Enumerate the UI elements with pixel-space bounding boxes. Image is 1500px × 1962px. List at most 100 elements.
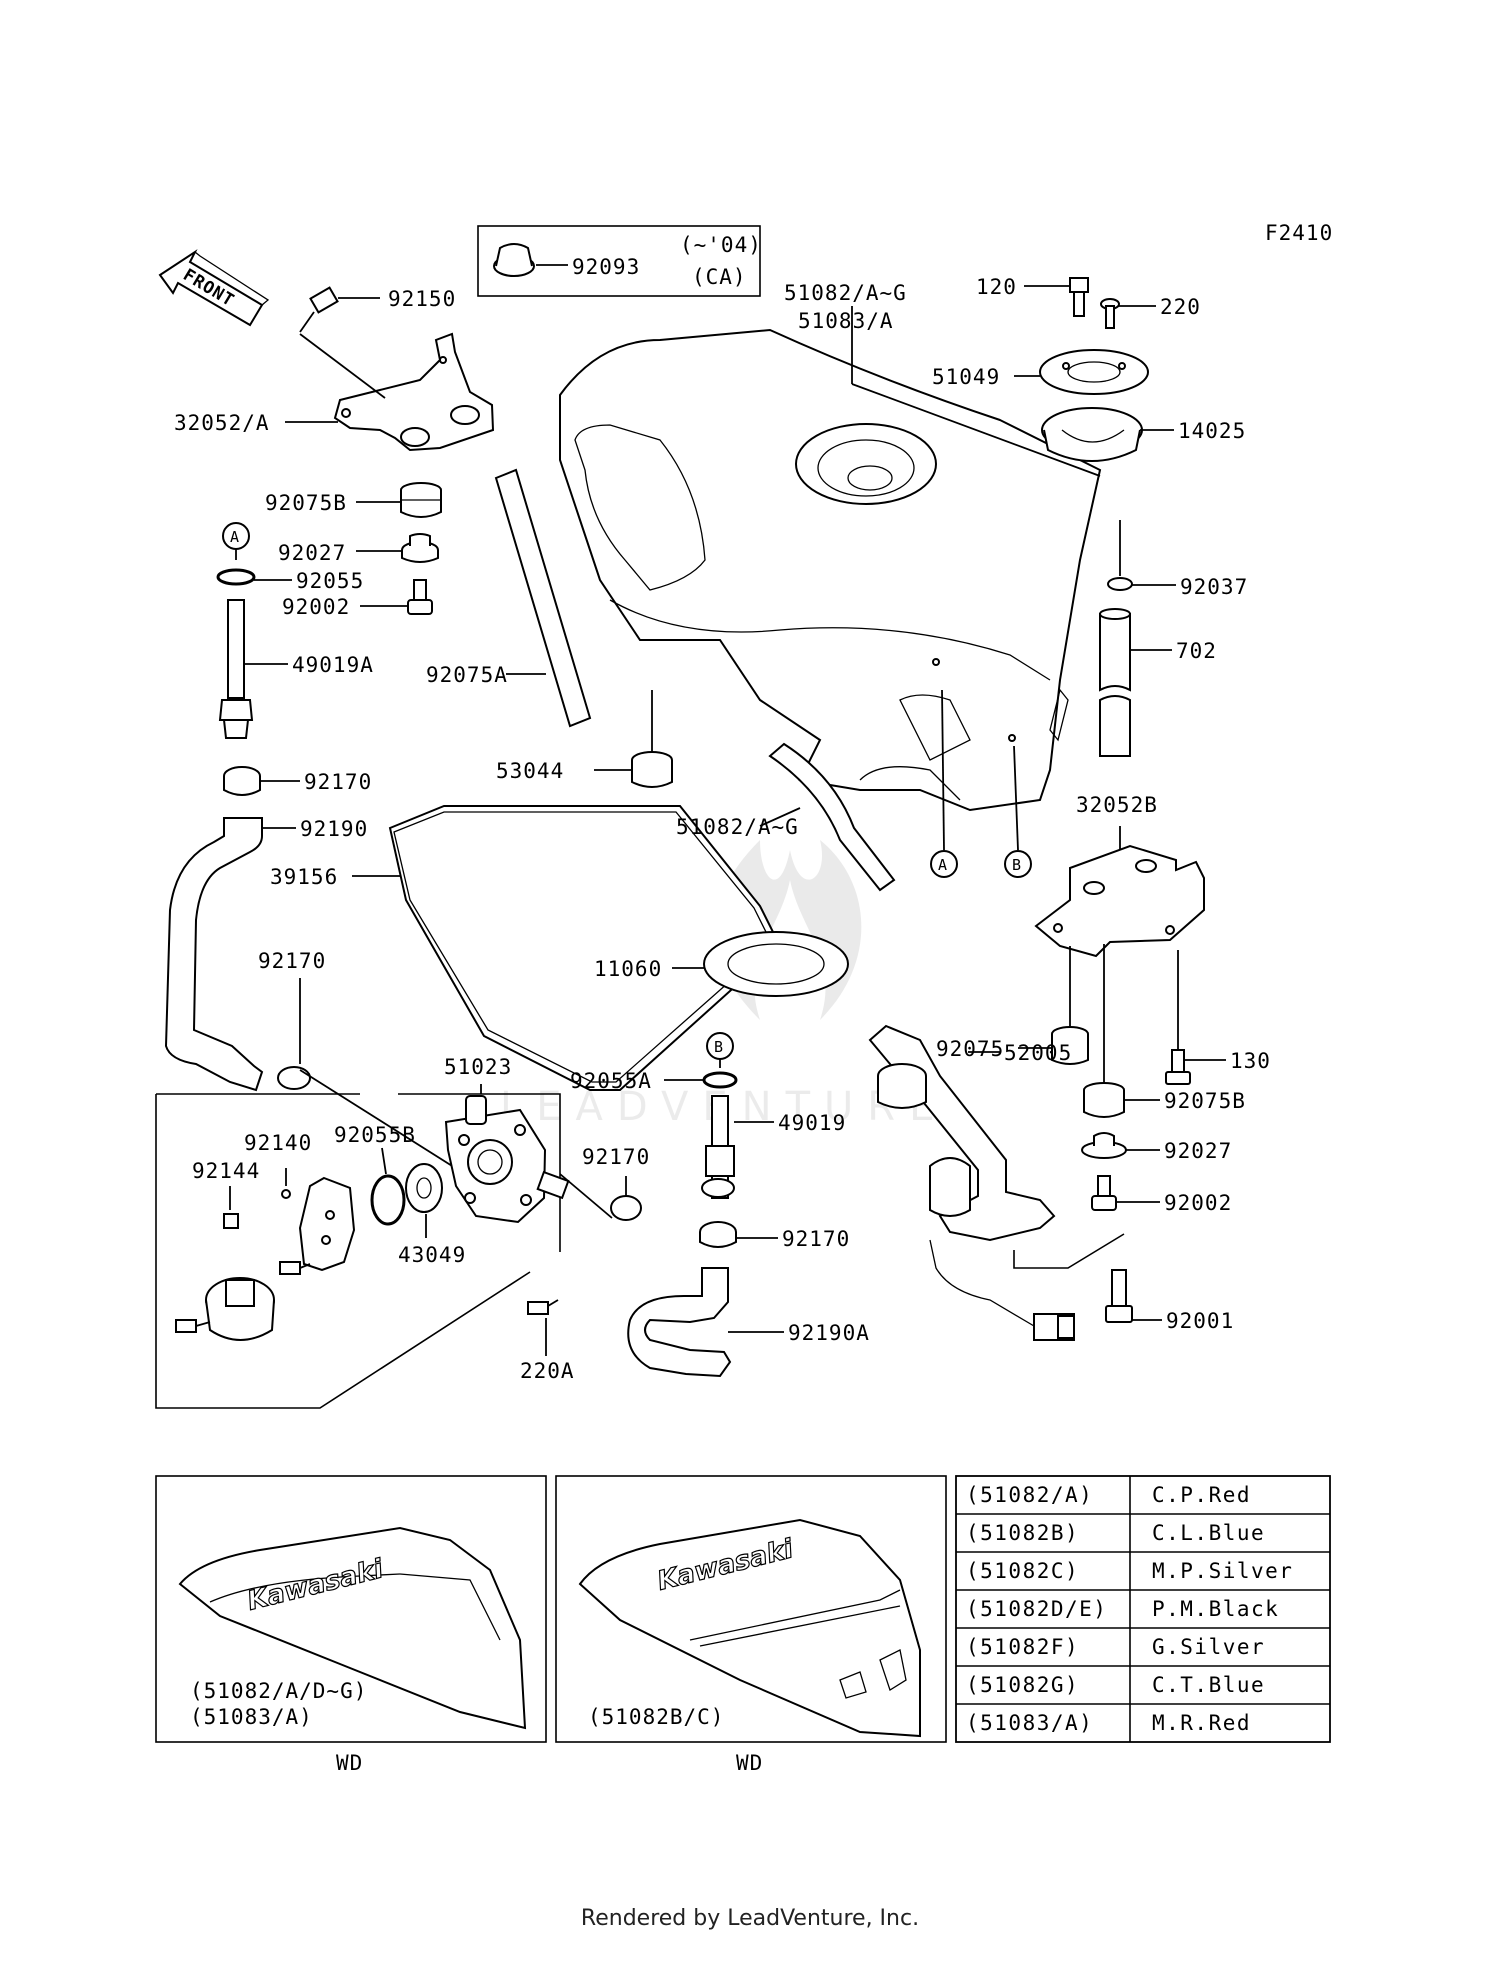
hose-92190 bbox=[164, 817, 296, 1092]
callout-51082: 51082/A~G bbox=[784, 281, 907, 305]
pad-39156 bbox=[352, 805, 782, 1091]
grommet-92075b-top bbox=[356, 482, 442, 518]
bolt-130 bbox=[1165, 950, 1226, 1085]
sender-52005 bbox=[868, 1024, 1075, 1341]
inset-part: 92093 bbox=[572, 255, 640, 279]
callout-49019a: 49019A bbox=[292, 653, 374, 677]
inset-note2: (CA) bbox=[692, 265, 747, 289]
table-part-6: (51082G) bbox=[966, 1673, 1079, 1697]
callout-32052a: 32052/A bbox=[174, 411, 270, 435]
table-part-3: (51082C) bbox=[966, 1559, 1079, 1583]
callout-51049: 51049 bbox=[932, 365, 1000, 389]
callout-92190a: 92190A bbox=[788, 1321, 870, 1345]
inset-note1: (~'04) bbox=[680, 233, 762, 257]
bolt-120 bbox=[1024, 277, 1089, 317]
figure-code: F2410 bbox=[1265, 221, 1333, 245]
grommet-92075b-bot bbox=[1083, 944, 1160, 1118]
variant-panel-2: Kawasaki (51082B/C) bbox=[555, 1475, 947, 1743]
callout-92055: 92055 bbox=[296, 569, 364, 593]
callout-92055a: 92055A bbox=[570, 1069, 652, 1093]
callout-39156: 39156 bbox=[270, 865, 338, 889]
table-color-2: C.L.Blue bbox=[1152, 1521, 1265, 1545]
callout-51023: 51023 bbox=[444, 1055, 512, 1079]
table-color-5: G.Silver bbox=[1152, 1635, 1265, 1659]
bolt-92001 bbox=[1013, 1233, 1162, 1323]
table-part-1: (51082/A) bbox=[966, 1483, 1093, 1507]
front-arrow: FRONT bbox=[158, 249, 270, 327]
oring-92055 bbox=[216, 568, 292, 586]
callout-92037: 92037 bbox=[1180, 575, 1248, 599]
callout-92075: 92075 bbox=[936, 1037, 1004, 1061]
collar-92027-top bbox=[356, 533, 439, 563]
callout-51083: 51083/A bbox=[798, 309, 894, 333]
cover-14025 bbox=[1041, 407, 1174, 462]
marker-b-center: B bbox=[706, 1032, 734, 1068]
callout-92170-a: 92170 bbox=[304, 770, 372, 794]
table-part-4: (51082D/E) bbox=[966, 1597, 1107, 1621]
callout-92027-top: 92027 bbox=[278, 541, 346, 565]
callout-14025: 14025 bbox=[1178, 419, 1246, 443]
fuel-pump-51023 bbox=[444, 1095, 570, 1224]
callout-92144: 92144 bbox=[192, 1159, 260, 1183]
screw-220 bbox=[1100, 298, 1156, 329]
bracket-32052a bbox=[285, 332, 495, 452]
callout-92170-b: 92170 bbox=[258, 949, 326, 973]
clamp-92170-d bbox=[699, 1221, 778, 1248]
grommet-92075 bbox=[1018, 946, 1089, 1065]
callout-92075b-bot: 92075B bbox=[1164, 1089, 1246, 1113]
small-screws bbox=[175, 1261, 559, 1333]
callout-120: 120 bbox=[976, 275, 1017, 299]
callout-43049: 43049 bbox=[398, 1243, 466, 1267]
oring-92055b bbox=[370, 1174, 406, 1226]
table-part-5: (51082F) bbox=[966, 1635, 1079, 1659]
cap-51049 bbox=[1014, 349, 1149, 395]
strip-53044-b bbox=[759, 742, 896, 892]
table-color-3: M.P.Silver bbox=[1152, 1559, 1293, 1583]
callout-49019: 49019 bbox=[778, 1111, 846, 1135]
marker-b-tank: B bbox=[1004, 745, 1032, 878]
diaphragm-43049 bbox=[405, 1163, 443, 1238]
hose-702 bbox=[1099, 608, 1172, 757]
variant-2-code: WD bbox=[736, 1751, 763, 1775]
callout-92190: 92190 bbox=[300, 817, 368, 841]
clamp-92170-a bbox=[223, 766, 300, 796]
grommet-92075a bbox=[594, 690, 673, 788]
callout-92170-d: 92170 bbox=[782, 1227, 850, 1251]
table-color-6: C.T.Blue bbox=[1152, 1673, 1265, 1697]
pipe-49019a bbox=[218, 599, 288, 739]
clamp-92170-b bbox=[277, 978, 469, 1177]
variant-1-caption2: (51083/A) bbox=[190, 1705, 313, 1729]
callout-92150: 92150 bbox=[388, 287, 456, 311]
gasket-11060 bbox=[672, 931, 849, 997]
callout-92001: 92001 bbox=[1166, 1309, 1234, 1333]
bolt-92150 bbox=[299, 286, 380, 333]
color-table: (51082/A) C.P.Red (51082B) C.L.Blue (510… bbox=[955, 1475, 1331, 1743]
bracket-32052b bbox=[1034, 826, 1205, 958]
screw-92144 bbox=[223, 1186, 239, 1229]
callout-92170-c: 92170 bbox=[582, 1145, 650, 1169]
bolt-92002-bot bbox=[1091, 1175, 1160, 1211]
svg-text:B: B bbox=[1012, 856, 1022, 874]
clamp-92170-c bbox=[559, 1173, 735, 1221]
callout-11060: 11060 bbox=[594, 957, 662, 981]
variant-2-caption1: (51082B/C) bbox=[588, 1705, 724, 1729]
callout-92027-bot: 92027 bbox=[1164, 1139, 1232, 1163]
marker-a-left: A bbox=[222, 522, 250, 560]
callout-130: 130 bbox=[1230, 1049, 1271, 1073]
table-color-4: P.M.Black bbox=[1152, 1597, 1279, 1621]
variant-1-code: WD bbox=[336, 1751, 363, 1775]
callout-53044-a: 92075A bbox=[426, 663, 508, 687]
svg-text:A: A bbox=[230, 528, 240, 546]
callout-92002-top: 92002 bbox=[282, 595, 350, 619]
callout-220: 220 bbox=[1160, 295, 1201, 319]
inset-92093: 92093 (~'04) (CA) bbox=[477, 225, 762, 297]
marker-a-tank: A bbox=[930, 689, 958, 878]
footer-credit: Rendered by LeadVenture, Inc. bbox=[580, 1906, 920, 1931]
collar-92027-bot bbox=[1081, 1132, 1160, 1159]
bolt-92002-top bbox=[360, 579, 433, 615]
callout-220a: 220A bbox=[520, 1359, 575, 1383]
variant-1-caption1: (51082/A/D~G) bbox=[190, 1679, 367, 1703]
ball-92140 bbox=[281, 1189, 291, 1199]
svg-text:B: B bbox=[714, 1038, 724, 1056]
